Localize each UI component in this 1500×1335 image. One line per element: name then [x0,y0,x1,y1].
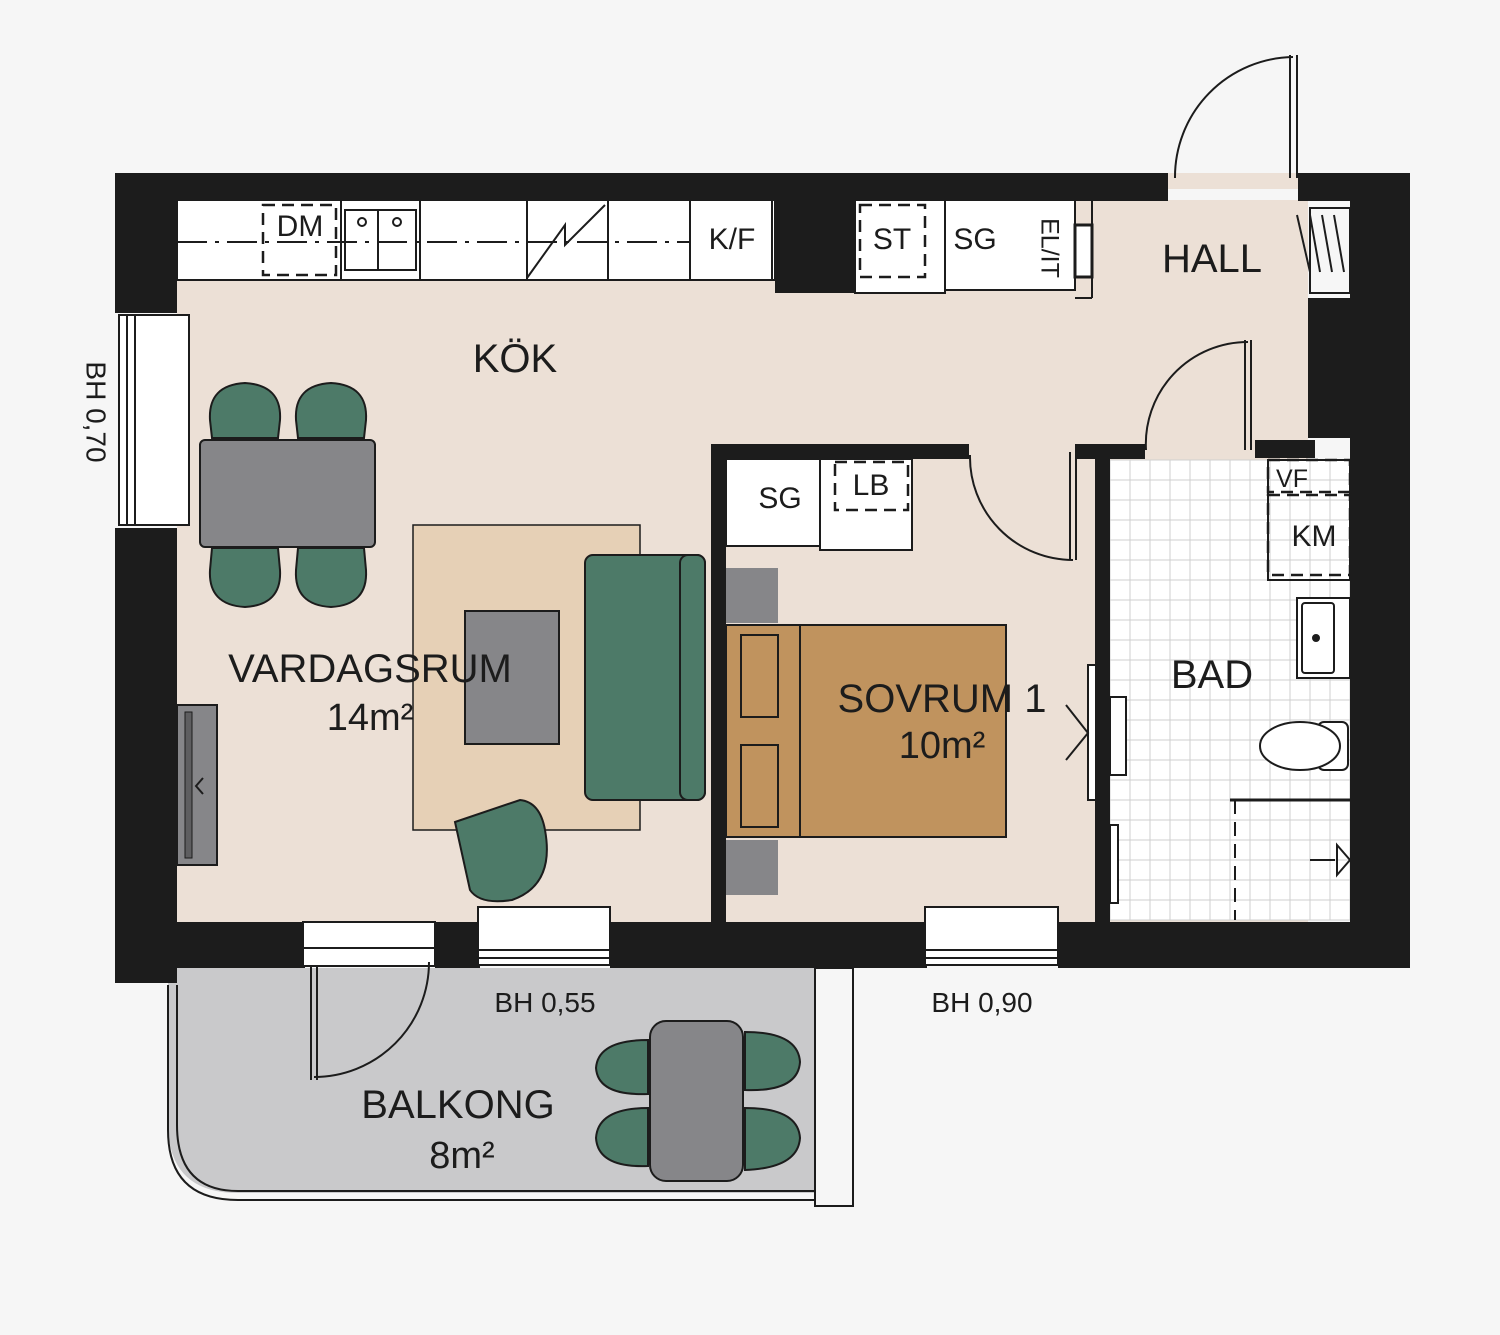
dining-table [199,439,376,548]
room-area-vardagsrum: 14m² [327,697,414,739]
fixture-kf: K/F [709,223,756,256]
dishwasher-box [261,203,338,277]
bedroom-wardrobe [725,458,913,551]
doors[interactable] [310,55,1298,1080]
room-area-balkong: 8m² [429,1135,494,1177]
balcony-furniture [594,1020,802,1182]
walls [115,173,1410,983]
room-name-bad: BAD [1171,653,1253,697]
washbasin [1296,597,1351,679]
fixture-sg-hall: SG [953,223,996,256]
window-height-south-left: BH 0,55 [494,987,595,1018]
entrance-door [1168,55,1298,189]
room-name-hall: HALL [1162,237,1262,281]
coat-rack [1296,207,1351,294]
coffee-table [464,610,560,745]
bed [725,568,1007,895]
sofa [584,554,706,801]
room-name-kok: KÖK [473,337,558,381]
room-name-balkong: BALKONG [361,1083,554,1127]
kitchen-counter [176,199,776,281]
room-name-vardagsrum: VARDAGSRUM [228,647,512,691]
bedroom-door [968,452,1077,561]
bathroom-door [1144,340,1252,451]
window-south-left [477,906,611,966]
room-name-sovrum: SOVRUM 1 [838,677,1047,721]
tv-unit [176,704,218,866]
fixture-lb: LB [853,469,890,502]
fixture-km: KM [1292,520,1337,553]
dining-set [199,381,376,609]
wardrobe-sliding-door [1065,664,1097,801]
window-height-south-right: BH 0,90 [931,987,1032,1018]
fixture-vf: VF [1276,465,1308,493]
armchair [453,798,548,903]
bathroom-fixtures [1109,458,1352,920]
window-west [118,314,190,526]
balcony-door [310,961,430,1080]
fixture-elit: EL/IT [1035,218,1063,278]
fixture-st: ST [873,223,911,256]
windows[interactable] [118,314,1059,967]
balcony-table [649,1020,744,1182]
room-area-sovrum: 10m² [899,725,986,767]
toilet [1259,721,1349,771]
fixture-sg-sovrum: SG [758,482,801,515]
window-height-west: BH 0,70 [81,361,112,462]
balcony-door-frame [302,921,436,967]
living-room-furniture [176,524,706,903]
hall-closets [854,199,1094,299]
labels: KÖK HALL VARDAGSRUM 14m² SOVRUM 1 10m² B… [81,210,1337,1177]
shower [1230,798,1352,920]
fixture-dm: DM [277,210,324,243]
window-south-right [924,906,1059,966]
